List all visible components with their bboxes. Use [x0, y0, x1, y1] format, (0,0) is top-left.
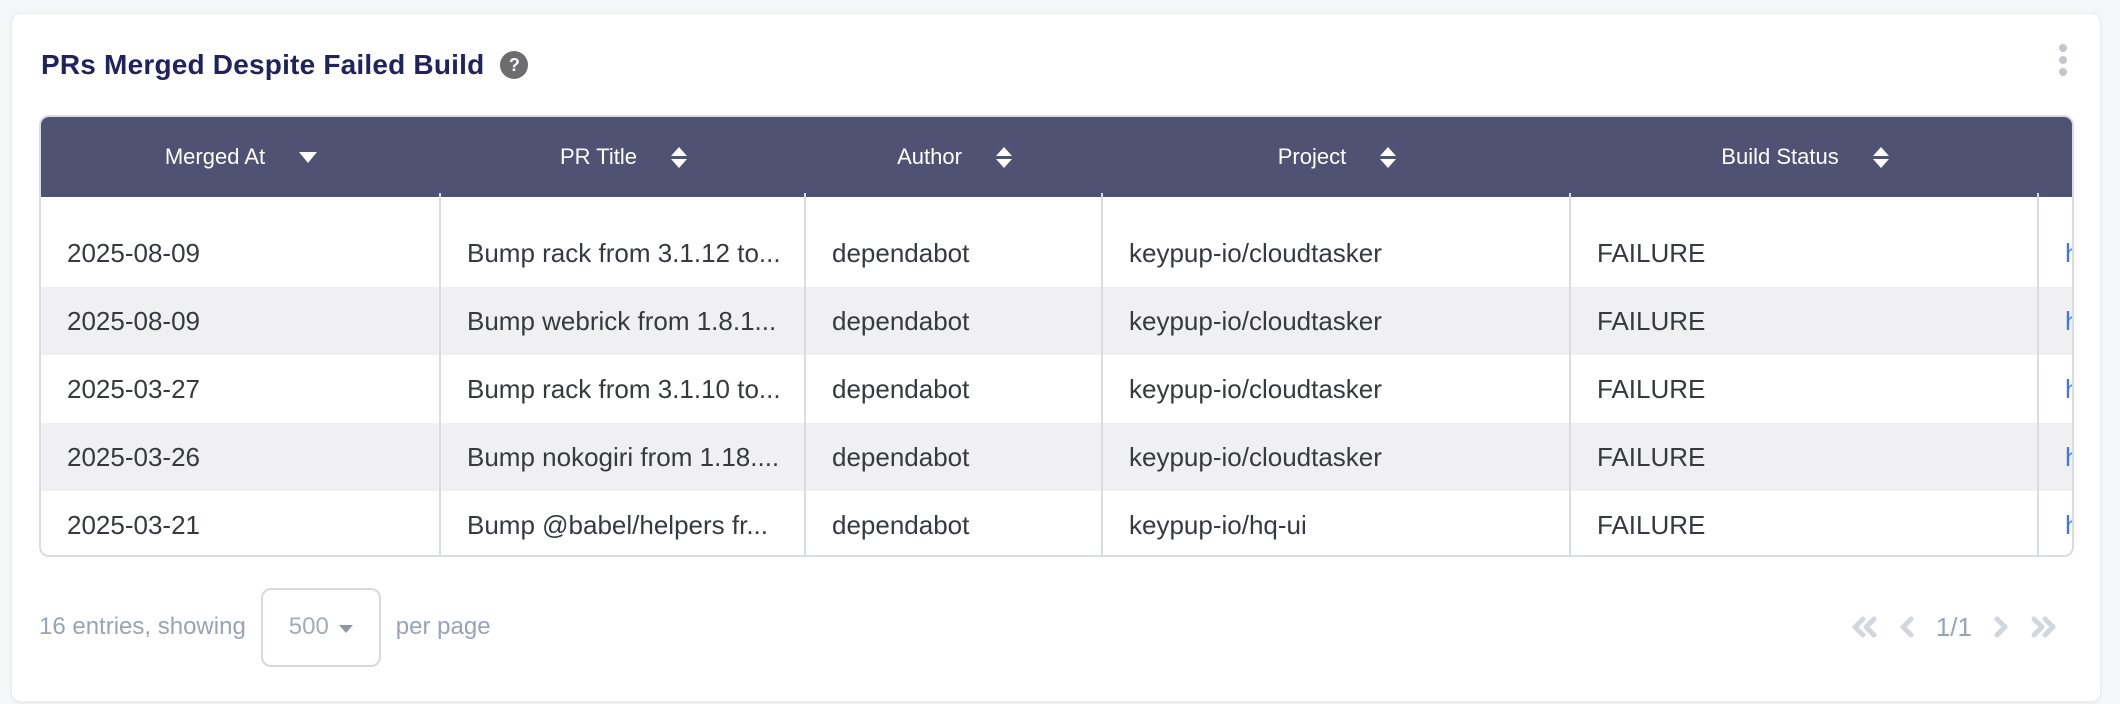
cell-pr-link: h	[2039, 423, 2072, 491]
column-header-build-status[interactable]: Build Status	[1571, 117, 2039, 197]
column-header-label: PR Title	[559, 144, 638, 169]
column-header-author[interactable]: Author	[806, 117, 1103, 197]
table-row: 2025-03-27 Bump rack from 3.1.10 to... d…	[41, 355, 2072, 423]
kebab-dot-icon	[2059, 56, 2067, 64]
sort-icon	[995, 146, 1012, 168]
column-header-merged-at[interactable]: Merged At	[41, 117, 441, 197]
column-divider	[804, 193, 806, 555]
last-page-button[interactable]	[2026, 612, 2062, 642]
column-divider	[1101, 193, 1103, 555]
sort-icon	[1872, 146, 1889, 168]
help-icon[interactable]: ?	[500, 51, 529, 79]
column-header-pr-title[interactable]: PR Title	[441, 117, 806, 197]
column-header-label: Merged At	[164, 144, 266, 169]
table-body: 2025-08-09 Bump rack from 3.1.12 to... d…	[41, 193, 2072, 555]
chevron-left-icon	[1900, 616, 1914, 638]
sort-icon	[671, 146, 688, 168]
chevron-down-icon	[338, 624, 353, 633]
table-row: 2025-08-09 Bump webrick from 1.8.1... de…	[41, 287, 2072, 355]
cell-pr-link: h	[2039, 219, 2072, 287]
pagination-controls: 1/1	[1846, 612, 2074, 643]
cell-build-status: FAILURE	[1597, 509, 1706, 540]
cell-pr-title: Bump nokogiri from 1.18....	[467, 441, 780, 472]
pr-link[interactable]: h	[2065, 374, 2072, 405]
cell-pr-link: h	[2039, 355, 2072, 423]
table-header-row: Merged At PR Title Author Project Build …	[41, 117, 2072, 197]
double-chevron-right-icon	[2031, 616, 2056, 638]
page-title: PRs Merged Despite Failed Build	[41, 49, 485, 80]
pr-link[interactable]: h	[2065, 510, 2072, 541]
pr-link[interactable]: h	[2065, 238, 2072, 269]
cell-build-status: FAILURE	[1597, 237, 1706, 268]
cell-project: keypup-io/cloudtasker	[1129, 441, 1382, 472]
column-header-label: Build Status	[1721, 144, 1839, 169]
sort-desc-icon	[299, 151, 318, 163]
page-size-select[interactable]: 500	[260, 587, 381, 667]
cell-build-status: FAILURE	[1597, 305, 1706, 336]
kebab-dot-icon	[2059, 44, 2067, 52]
column-divider	[2037, 193, 2039, 555]
column-header-label: Project	[1277, 144, 1347, 169]
column-header-label: Author	[897, 144, 962, 169]
cell-author: dependabot	[832, 373, 970, 404]
widget-titlebar: PRs Merged Despite Failed Build ?	[41, 37, 2080, 93]
cell-project: keypup-io/cloudtasker	[1129, 305, 1382, 336]
cell-project: keypup-io/hq-ui	[1129, 509, 1307, 540]
cell-pr-link: h	[2039, 287, 2072, 355]
cell-build-status: FAILURE	[1597, 373, 1706, 404]
cell-build-status: FAILURE	[1597, 441, 1706, 472]
cell-merged-at: 2025-03-26	[67, 441, 200, 472]
table-row: 2025-03-26 Bump nokogiri from 1.18.... d…	[41, 423, 2072, 491]
per-page-text: per page	[395, 613, 491, 640]
column-header-project[interactable]: Project	[1103, 117, 1571, 197]
kebab-dot-icon	[2059, 68, 2067, 76]
cell-merged-at: 2025-03-21	[67, 509, 200, 540]
first-page-button[interactable]	[1846, 612, 1882, 642]
pr-link[interactable]: h	[2065, 442, 2072, 473]
kebab-menu-button[interactable]	[2048, 38, 2078, 82]
table-row: 2025-03-21 Bump @babel/helpers fr... dep…	[41, 491, 2072, 555]
pr-link[interactable]: h	[2065, 306, 2072, 337]
cell-pr-title: Bump rack from 3.1.10 to...	[467, 373, 781, 404]
column-divider	[1569, 193, 1571, 555]
next-page-button[interactable]	[1990, 612, 2012, 642]
page-size-value: 500	[288, 613, 329, 640]
cell-author: dependabot	[832, 237, 970, 268]
table-footer: 16 entries, showing 500 per page 1/1	[39, 557, 2074, 697]
previous-page-button[interactable]	[1896, 612, 1918, 642]
cell-author: dependabot	[832, 305, 970, 336]
cell-pr-title: Bump webrick from 1.8.1...	[467, 305, 777, 336]
cell-pr-title: Bump rack from 3.1.12 to...	[467, 237, 781, 268]
cell-merged-at: 2025-08-09	[67, 237, 200, 268]
column-header-link[interactable]	[2039, 117, 2072, 197]
widget-card: PRs Merged Despite Failed Build ? Merged…	[11, 13, 2101, 702]
page-indicator: 1/1	[1935, 611, 1972, 642]
cell-pr-title: Bump @babel/helpers fr...	[467, 509, 768, 540]
pagination-summary: 16 entries, showing 500 per page	[39, 587, 491, 667]
cell-merged-at: 2025-08-09	[67, 305, 200, 336]
chevron-right-icon	[1994, 616, 2008, 638]
cell-project: keypup-io/cloudtasker	[1129, 373, 1382, 404]
double-chevron-left-icon	[1852, 616, 1877, 638]
cell-merged-at: 2025-03-27	[67, 373, 200, 404]
prs-table: Merged At PR Title Author Project Build …	[39, 115, 2074, 557]
cell-author: dependabot	[832, 441, 970, 472]
table-row: 2025-08-09 Bump rack from 3.1.12 to... d…	[41, 219, 2072, 287]
sort-icon	[1380, 146, 1397, 168]
entries-count-text: 16 entries, showing	[39, 613, 246, 640]
cell-pr-link: h	[2039, 491, 2072, 555]
cell-author: dependabot	[832, 509, 970, 540]
cell-project: keypup-io/cloudtasker	[1129, 237, 1382, 268]
column-divider	[439, 193, 441, 555]
